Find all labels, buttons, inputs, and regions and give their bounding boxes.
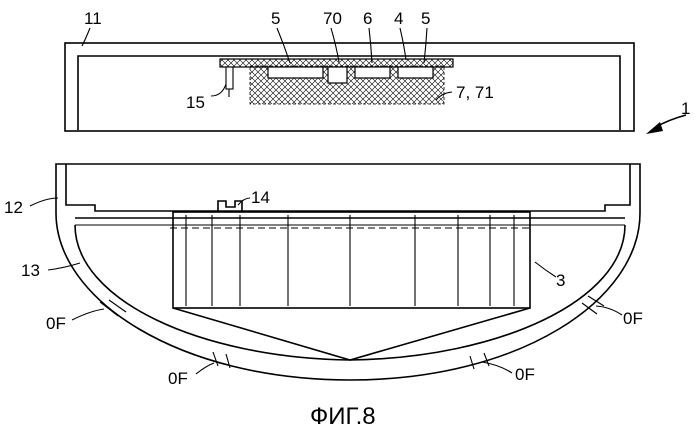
label-15: 15 [186,93,205,112]
label-of-right: 0F [623,309,643,328]
label-14: 14 [251,188,270,207]
component-5-left [268,67,323,78]
board-4 [220,59,453,67]
label-of-left: 0F [46,314,66,333]
component-6 [355,67,390,78]
label-12: 12 [4,198,23,217]
component-5-right [398,67,433,78]
pin-15 [226,67,233,89]
circuit-board [220,59,453,104]
label-5-left: 5 [271,9,280,28]
leaders-bottom [30,198,622,374]
label-13: 13 [21,261,40,280]
label-7-71: 7, 71 [456,83,494,102]
battery-pack-3 [170,212,532,360]
label-6: 6 [363,9,372,28]
label-3: 3 [556,271,565,290]
label-of-bottom-right: 0F [515,365,535,384]
label-4: 4 [394,9,403,28]
housing-part-12 [56,164,640,380]
component-70 [328,67,347,83]
label-11: 11 [84,9,102,28]
arrow-1 [646,115,686,134]
label-5-right: 5 [421,9,430,28]
label-1: 1 [681,99,690,118]
label-70: 70 [323,9,342,28]
label-of-bottom-left: 0F [168,369,188,388]
figure-caption: ФИГ.8 [310,403,376,430]
